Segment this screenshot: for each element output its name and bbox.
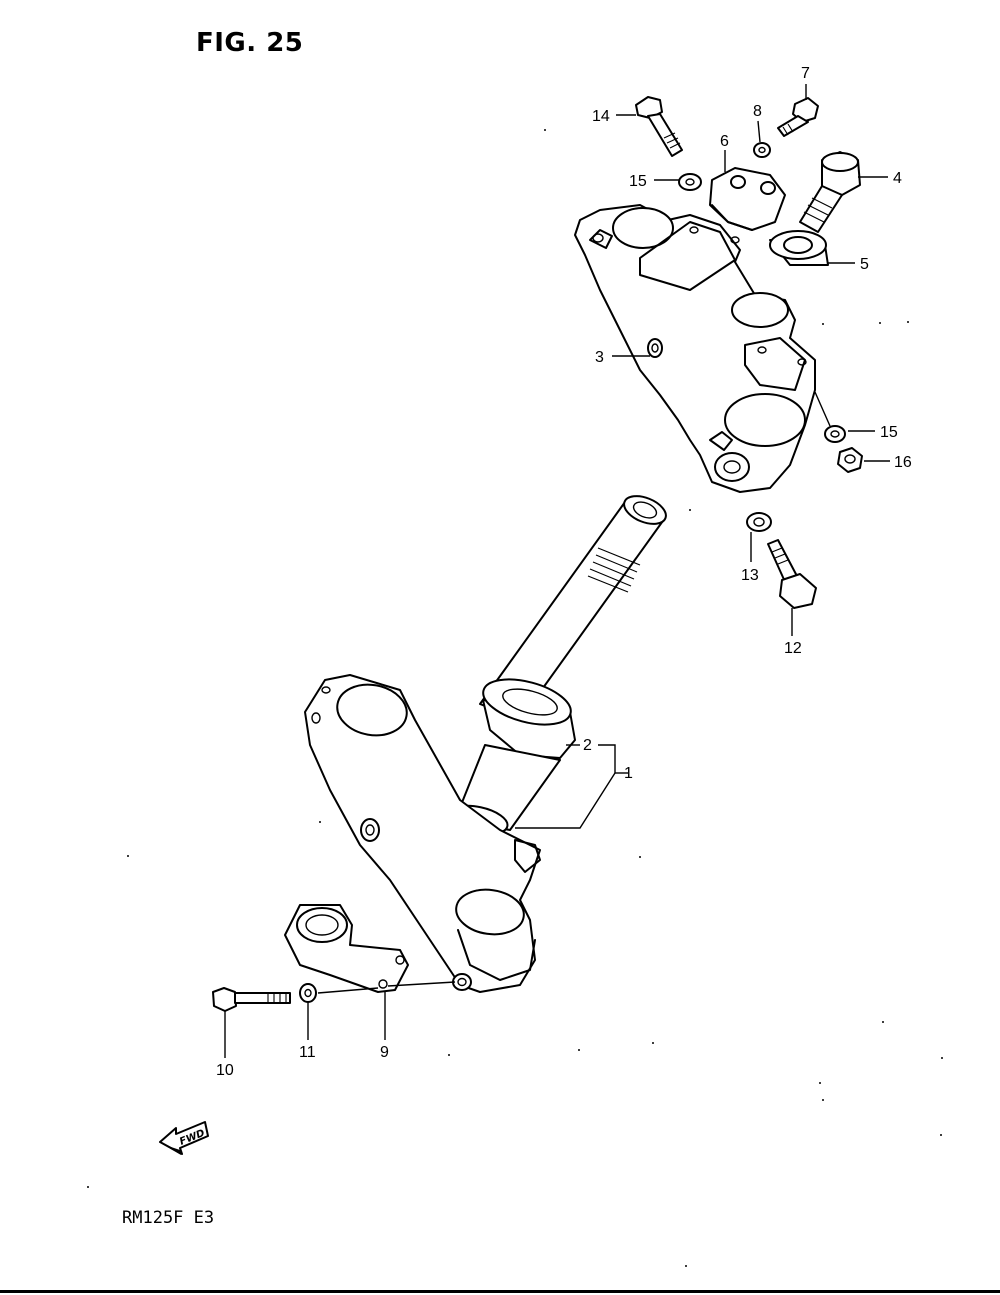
- figure-title: FIG. 25: [196, 28, 304, 58]
- callout-16: 16: [894, 454, 912, 471]
- leader-lines: [224, 84, 890, 1058]
- callout-13: 13: [741, 567, 759, 584]
- bottom-rule: [0, 1290, 1000, 1293]
- fwd-arrow-icon: FWD: [159, 1121, 209, 1155]
- callout-9: 9: [380, 1044, 389, 1061]
- callout-1: 1: [624, 765, 633, 782]
- bolt-12: [767, 539, 817, 609]
- washer-15-lower: [824, 425, 846, 443]
- collar-5: [769, 230, 829, 266]
- callout-12: 12: [784, 640, 802, 657]
- callout-14: 14: [592, 108, 610, 125]
- callout-15-lower: 15: [880, 424, 898, 441]
- washer-8: [753, 142, 771, 158]
- upper-bracket: [574, 204, 816, 493]
- callout-4: 4: [893, 170, 902, 187]
- lower-bracket: [304, 674, 541, 993]
- callout-15-upper: 15: [629, 173, 647, 190]
- print-specks: [87, 129, 943, 1267]
- callout-5: 5: [860, 256, 869, 273]
- bolt-10: [212, 987, 291, 1012]
- model-code: RM125F E3: [122, 1208, 215, 1228]
- washer-11: [299, 983, 317, 1003]
- bearing-2: [482, 678, 576, 759]
- callout-8: 8: [753, 103, 762, 120]
- washer-13: [746, 512, 772, 532]
- cable-guide-9: [284, 904, 409, 993]
- callout-7: 7: [801, 65, 810, 82]
- callout-10: 10: [216, 1062, 234, 1079]
- nut-16: [837, 447, 863, 473]
- callout-2: 2: [583, 737, 592, 754]
- callout-labels: 1 2 3 4 5 6 7 8 9 10 11 12 13 14 15 15 1…: [216, 65, 912, 1079]
- bolt-14: [635, 96, 683, 157]
- handlebar-clamp: [709, 167, 786, 231]
- callout-6: 6: [720, 133, 729, 150]
- washer-15-upper: [678, 173, 702, 191]
- bolt-7: [777, 97, 819, 137]
- callout-3: 3: [595, 349, 604, 366]
- callout-11: 11: [299, 1044, 316, 1061]
- bolt-4: [799, 151, 861, 233]
